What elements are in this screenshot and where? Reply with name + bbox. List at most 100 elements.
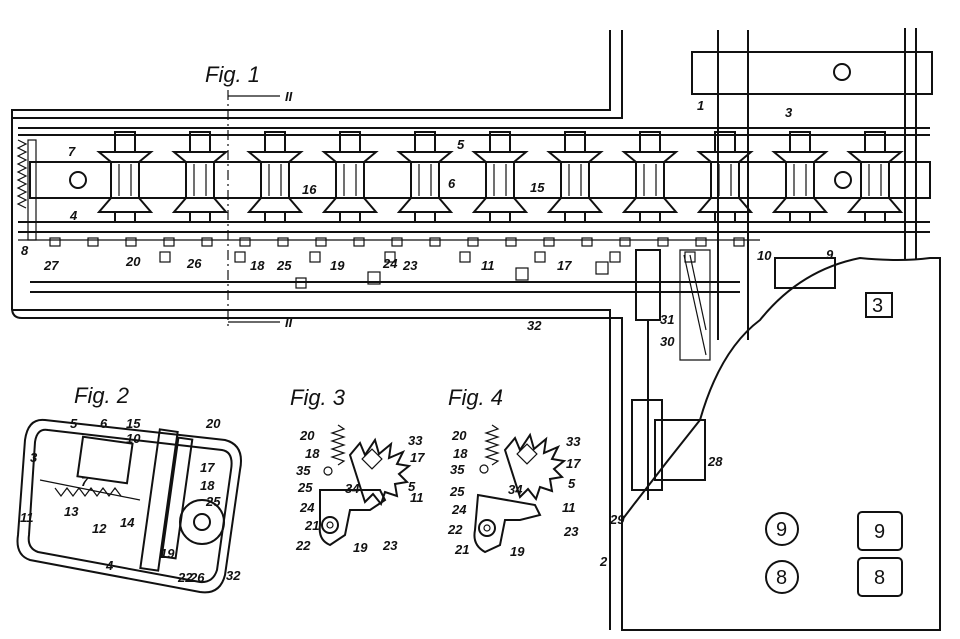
fig3-ratchet-33 [348, 437, 412, 507]
fig1-label-32: 32 [527, 318, 542, 333]
fig1-label-28: 28 [707, 454, 723, 469]
spool-row [96, 131, 904, 223]
fig2-label-32: 32 [226, 568, 241, 583]
collar-b [515, 267, 529, 281]
lever-tooth [163, 237, 175, 247]
fig1-label-5: 5 [457, 137, 465, 152]
fig2-title: Fig. 2 [74, 383, 129, 408]
section-label-bottom: II [285, 315, 293, 330]
fig3-label-25: 25 [297, 480, 313, 495]
end-plate [27, 139, 37, 241]
fig3-lever-19 [318, 489, 387, 547]
fig3-pivot-core [326, 521, 334, 529]
key-8-square[interactable] [857, 557, 903, 597]
fig2-label-19: 19 [160, 546, 175, 561]
block-9 [774, 257, 836, 289]
fig4-label-23: 23 [563, 524, 579, 539]
lever-tooth [467, 237, 479, 247]
fig1-label-11: 11 [481, 258, 495, 273]
lever-tooth [391, 237, 403, 247]
fig4-label-21: 21 [454, 542, 469, 557]
key-9-square[interactable] [857, 511, 903, 551]
lever-tooth [125, 237, 137, 247]
lever-foot [384, 251, 396, 263]
fig2-label-4: 4 [105, 558, 114, 573]
fig2-label-26: 26 [189, 570, 205, 585]
fig4-label-20: 20 [451, 428, 467, 443]
lever-set [49, 237, 745, 263]
fig3-spring-18 [330, 424, 346, 466]
key-8-round[interactable] [765, 560, 799, 594]
fig1-label-3: 3 [785, 105, 793, 120]
key-8-round-label: 8 [776, 567, 787, 589]
fig1-label-10: 10 [757, 248, 772, 263]
lever-tooth [353, 237, 365, 247]
lever-tooth [581, 237, 593, 247]
fig4-hub [516, 443, 538, 465]
fig1-label-31: 31 [660, 312, 674, 327]
lever-foot [234, 251, 246, 263]
fig1-label-24: 24 [382, 256, 398, 271]
fig1-label-20: 20 [125, 254, 141, 269]
fig1-label-4: 4 [69, 208, 78, 223]
fig2-label-15: 15 [126, 416, 141, 431]
spool [846, 131, 904, 223]
fig2-shaft-26 [179, 499, 225, 545]
fig1-label-8: 8 [21, 243, 29, 258]
fig2-label-25: 25 [205, 494, 221, 509]
key-9-round[interactable] [765, 512, 799, 546]
fig1-label-2: 2 [599, 554, 608, 569]
lever-foot [459, 251, 471, 263]
fig1-label-15: 15 [530, 180, 545, 195]
spool [696, 131, 754, 223]
lever-foot [309, 251, 321, 263]
lever-tooth [49, 237, 61, 247]
fig3-label-23: 23 [382, 538, 398, 553]
fig3-label-20: 20 [299, 428, 315, 443]
key-9-square-label: 9 [874, 521, 885, 543]
fig3-label-22: 22 [295, 538, 311, 553]
spool [771, 131, 829, 223]
fig3-pivot-22 [321, 516, 339, 534]
fig4-spring-18 [484, 424, 500, 466]
fig4-label-24: 24 [451, 502, 467, 517]
fig3-label-35: 35 [296, 463, 311, 478]
gear-29 [631, 399, 663, 491]
fig4-lever-19 [473, 493, 542, 554]
fig2-label-20: 20 [205, 416, 221, 431]
fig2-lever-17 [139, 428, 179, 572]
collar-25 [295, 277, 307, 289]
fig4-label-34: 34 [508, 482, 523, 497]
fig1-label-30: 30 [660, 334, 675, 349]
fig3-label-33: 33 [408, 433, 423, 448]
lever-foot [159, 251, 171, 263]
bracket [679, 249, 711, 361]
spool [396, 131, 454, 223]
fig1-label-9: 9 [826, 247, 834, 262]
key-9-round-label: 9 [776, 519, 787, 541]
lever-foot [609, 251, 621, 263]
housing-bottom [11, 307, 623, 630]
key-8-square-label: 8 [874, 567, 885, 589]
fig2-housing [16, 418, 242, 594]
fig3-label-24: 24 [299, 500, 315, 515]
hatch-1 [683, 254, 707, 356]
fig1-label-1: 1 [697, 98, 704, 113]
fig3-label-21: 21 [304, 518, 319, 533]
fig1-label-23: 23 [402, 258, 418, 273]
fig1-label-25: 25 [276, 258, 292, 273]
fig2-label-18: 18 [200, 478, 215, 493]
spool [96, 131, 154, 223]
frame-2 [621, 256, 941, 631]
fig1-label-19: 19 [330, 258, 345, 273]
lever-tooth [239, 237, 251, 247]
gear-31 [635, 249, 661, 321]
section-label-top: II [285, 89, 293, 104]
collar-c [595, 261, 609, 275]
spool [471, 131, 529, 223]
fig3-pin-35 [323, 466, 333, 476]
